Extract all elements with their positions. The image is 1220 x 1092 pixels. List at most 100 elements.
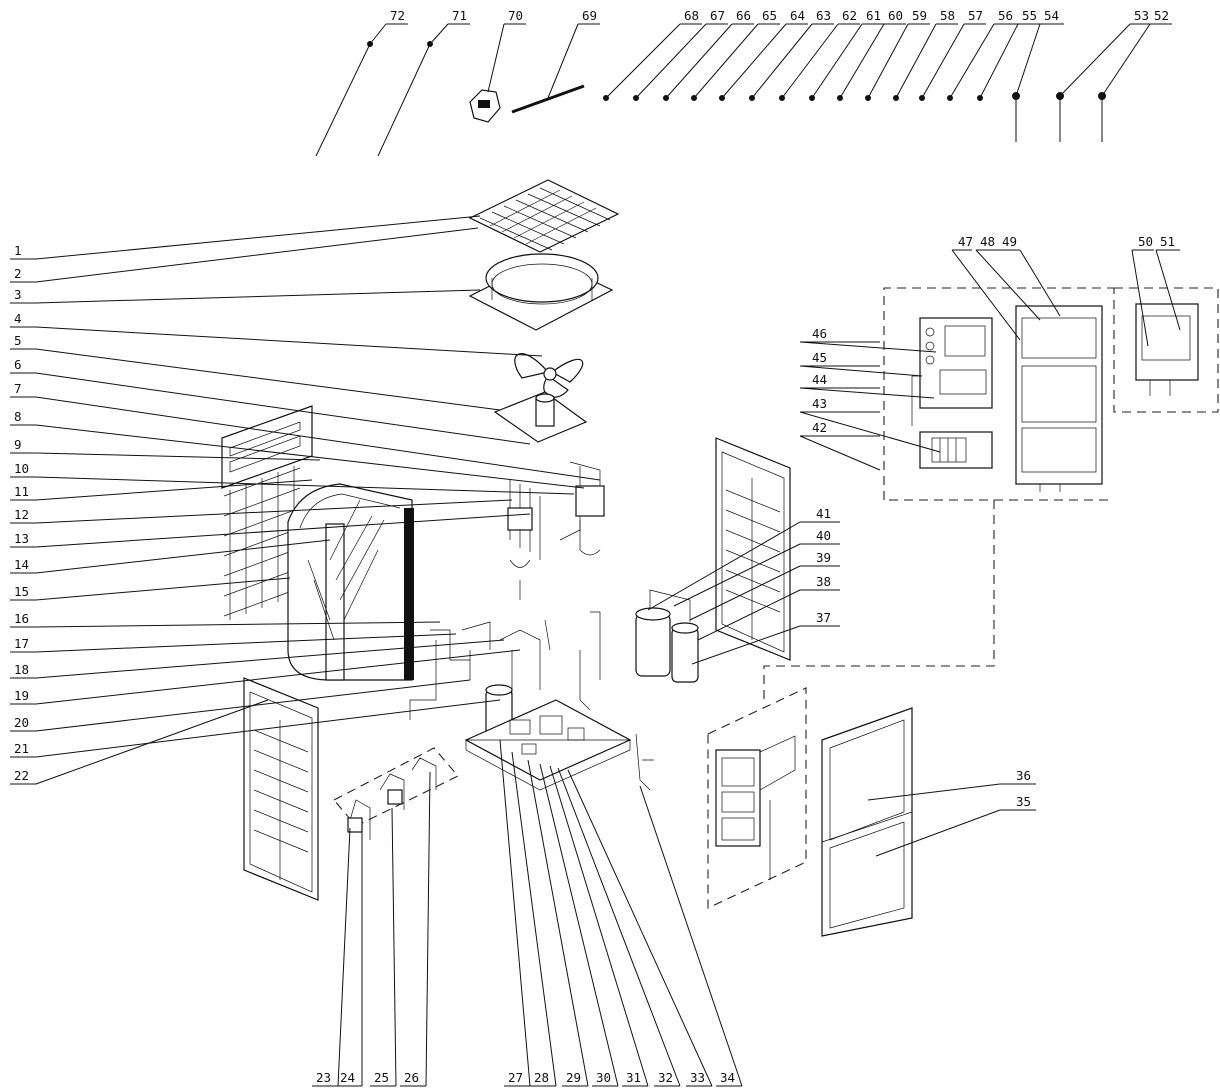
callout-number: 70: [508, 8, 523, 23]
callout-number: 14: [14, 557, 29, 572]
callout-44: 44: [799, 372, 935, 399]
callout-39: 39: [689, 550, 840, 621]
callout-number: 53: [1134, 8, 1149, 23]
callout-26: 26: [400, 771, 431, 1087]
callout-41: 41: [647, 506, 840, 611]
callout-number: 19: [14, 688, 29, 703]
callout-number: 28: [534, 1070, 549, 1085]
callout-7: 7: [10, 381, 601, 481]
callout-number: 38: [816, 574, 831, 589]
callout-49: 49: [998, 234, 1061, 317]
callout-3: 3: [10, 287, 481, 304]
callout-number: 44: [812, 372, 827, 387]
valve-assembly-group: [333, 747, 459, 840]
callout-number: 9: [14, 437, 22, 452]
callout-number: 66: [736, 8, 751, 23]
callout-number: 4: [14, 311, 22, 326]
callout-62: 62: [781, 8, 860, 99]
callout-number: 52: [1154, 8, 1169, 23]
rear-guard-grid: [223, 466, 301, 620]
callout-9: 9: [10, 437, 321, 461]
callout-11: 11: [10, 479, 313, 501]
callout-number: 3: [14, 287, 22, 302]
callout-number: 24: [340, 1070, 355, 1085]
callout-48: 48: [975, 234, 1041, 321]
callout-72: 72: [369, 8, 408, 45]
callout-33: 33: [567, 769, 713, 1087]
callout-68: 68: [605, 8, 702, 99]
callout-69: 69: [547, 8, 600, 99]
callout-42: 42: [799, 420, 881, 471]
callout-46: 46: [799, 326, 937, 353]
callout-number: 50: [1138, 234, 1153, 249]
callout-number: 61: [866, 8, 881, 23]
callout-52: 52: [1101, 8, 1172, 97]
callout-number: 35: [1016, 794, 1031, 809]
parts-illustration: [221, 41, 1219, 937]
callout-50: 50: [1131, 234, 1154, 347]
left-side-panel: [243, 677, 319, 901]
callout-number: 23: [316, 1070, 331, 1085]
callout-number: 56: [998, 8, 1013, 23]
callout-61: 61: [811, 8, 884, 99]
callout-59: 59: [867, 8, 930, 99]
callout-30: 30: [539, 763, 619, 1087]
callout-58: 58: [895, 8, 958, 99]
callout-22: 22: [10, 699, 269, 785]
callout-number: 13: [14, 531, 29, 546]
callout-10: 10: [10, 461, 575, 495]
callout-number: 72: [390, 8, 405, 23]
fan-blade: [514, 353, 584, 398]
callout-19: 19: [10, 649, 521, 705]
callout-number: 15: [14, 584, 29, 599]
callout-number: 43: [812, 396, 827, 411]
callout-37: 37: [691, 610, 840, 665]
callout-23: 23: [312, 827, 351, 1087]
callout-number: 16: [14, 611, 29, 626]
callout-number: 20: [14, 715, 29, 730]
callout-43: 43: [799, 396, 941, 453]
callout-number: 63: [816, 8, 831, 23]
callout-51: 51: [1155, 234, 1181, 331]
front-panels: [821, 707, 913, 937]
callout-28: 28: [511, 751, 557, 1087]
callout-number: 17: [14, 636, 29, 651]
callout-number: 31: [626, 1070, 641, 1085]
callout-number: 60: [888, 8, 903, 23]
callout-29: 29: [527, 759, 589, 1087]
callout-67: 67: [635, 8, 728, 99]
callout-54: 54: [1015, 8, 1064, 97]
callout-53: 53: [1059, 8, 1150, 97]
callout-number: 47: [958, 234, 973, 249]
callout-number: 11: [14, 484, 29, 499]
callout-71: 71: [429, 8, 470, 45]
callout-47: 47: [951, 234, 1021, 341]
callout-63: 63: [751, 8, 834, 99]
callout-25: 25: [370, 807, 397, 1087]
callout-6: 6: [10, 357, 531, 445]
callout-5: 5: [10, 333, 501, 411]
fan-shroud: [468, 253, 614, 331]
callout-16: 16: [10, 611, 441, 628]
callout-70: 70: [487, 8, 526, 93]
callout-2: 2: [10, 227, 479, 283]
callout-number: 40: [816, 528, 831, 543]
callout-number: 29: [566, 1070, 581, 1085]
callout-12: 12: [10, 499, 513, 524]
callout-number: 32: [658, 1070, 673, 1085]
callout-13: 13: [10, 513, 531, 548]
upper-piping: [507, 461, 605, 600]
callout-number: 58: [940, 8, 955, 23]
callout-60: 60: [839, 8, 906, 99]
callout-number: 42: [812, 420, 827, 435]
callout-number: 45: [812, 350, 827, 365]
callout-64: 64: [721, 8, 808, 99]
callout-number: 18: [14, 662, 29, 677]
callout-number: 37: [816, 610, 831, 625]
callout-number: 27: [508, 1070, 523, 1085]
callout-number: 33: [690, 1070, 705, 1085]
callout-number: 64: [790, 8, 805, 23]
callout-number: 6: [14, 357, 22, 372]
fan-motor-bracket: [493, 391, 588, 443]
